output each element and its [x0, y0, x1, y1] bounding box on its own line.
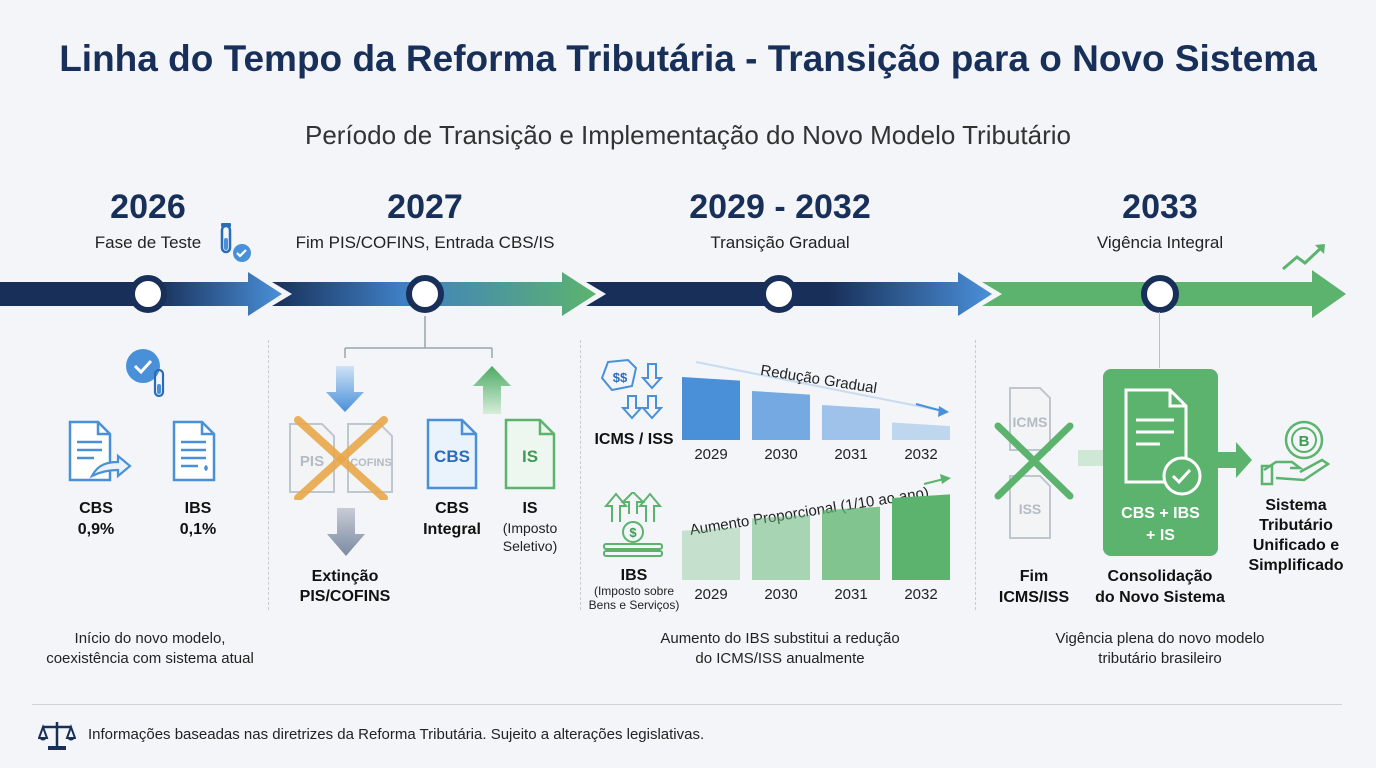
ibs-2026-name: IBS: [184, 500, 212, 517]
down-arrow-extinction: [327, 508, 365, 556]
reduction-trend-line: [695, 361, 949, 413]
scales-of-justice-icon: [38, 722, 76, 750]
ibs-bar-2030: [752, 514, 810, 580]
cbs-document-icon: [68, 420, 132, 482]
icms-tick-2030: 2030: [764, 446, 797, 463]
sys-line3: Unificado e: [1252, 537, 1340, 554]
cbs-2026-rate: 0,9%: [77, 521, 115, 538]
consol-line2: do Novo Sistema: [1095, 589, 1225, 606]
pis-cofins-crossed-icon: PIS COFINS: [289, 416, 393, 500]
footer-note: Informações baseadas nas diretrizes da R…: [88, 726, 705, 743]
ibs-sub-line1: (Imposto sobre: [593, 584, 675, 598]
timeline-node-2027: [406, 275, 444, 313]
cbs-integral-line2: Integral: [423, 521, 481, 538]
right-arrow-output: [1218, 442, 1252, 478]
test-tube-check-icon: [220, 223, 251, 262]
milestone-label-2026: Fase de Teste: [94, 233, 202, 252]
caption-2026-line2: coexistência com sistema atual: [46, 650, 254, 667]
page-title: Linha do Tempo da Reforma Tributária - T…: [59, 38, 1317, 79]
icms-iss-series-label: ICMS / ISS: [594, 431, 674, 448]
separator-2: [580, 340, 581, 610]
icms-tick-2031: 2031: [834, 446, 867, 463]
merge-arrow-in: [1078, 450, 1108, 466]
icms-bar-2029: [682, 377, 740, 440]
milestone-year-2029-2032: 2029 - 2032: [689, 188, 871, 226]
caption-2029-line2: do ICMS/ISS anualmente: [695, 650, 865, 667]
is-line2: (Imposto: [502, 520, 558, 536]
ibs-tick-2031: 2031: [834, 586, 867, 603]
milestone-year-2027: 2027: [387, 188, 463, 226]
milestone-label-2033: Vigência Integral: [1096, 233, 1224, 252]
sys-line4: Simplificado: [1248, 557, 1344, 574]
page-subtitle: Período de Transição e Implementação do …: [305, 120, 1071, 150]
ibs-bar-2029: [682, 527, 740, 580]
cbs-doc-text: CBS: [434, 447, 470, 466]
reduction-label: Redução Gradual: [759, 362, 878, 397]
milestone-year-2033: 2033: [1122, 188, 1198, 226]
icms-doc-text: ICMS: [1013, 414, 1048, 430]
cofins-doc-text: COFINS: [350, 457, 392, 469]
fim-line2: ICMS/ISS: [998, 589, 1070, 606]
hand-coin-icon: B: [1260, 420, 1331, 486]
ibs-tick-2030: 2030: [764, 586, 797, 603]
is-doc-text: IS: [522, 447, 538, 466]
icms-tick-2032: 2032: [904, 446, 937, 463]
svg-text:$$: $$: [613, 370, 628, 385]
money-increase-icon: $: [603, 492, 663, 557]
ibs-document-icon: [172, 420, 216, 482]
separator-3: [975, 340, 976, 610]
pis-doc-text: PIS: [300, 453, 324, 470]
check-tube-icon: [126, 349, 165, 398]
footer-divider: [32, 704, 1342, 705]
cbs-2026-name: CBS: [79, 500, 113, 517]
growth-trend-icon: [1282, 244, 1325, 271]
milestone-label-2029-2032: Transição Gradual: [710, 233, 850, 252]
connector-2033: [1159, 312, 1160, 368]
ibs-tick-2029: 2029: [694, 586, 727, 603]
consolidated-document-icon: [1124, 388, 1202, 496]
cbs-integral-document-icon: CBS: [426, 418, 478, 490]
icms-tick-2029: 2029: [694, 446, 727, 463]
cbs-integral-line1: CBS: [435, 500, 469, 517]
milestone-year-2026: 2026: [110, 188, 186, 226]
icms-bar-2032: [892, 422, 950, 440]
ibs-2026-rate: 0,1%: [179, 521, 217, 538]
fim-line1: Fim: [1019, 568, 1049, 585]
caption-2029-line1: Aumento do IBS substitui a redução: [660, 630, 900, 647]
icms-reduction-chart: Redução Gradual 2029 2030 2031 2032: [682, 361, 950, 463]
ibs-tick-2032: 2032: [904, 586, 937, 603]
iss-doc-text: ISS: [1019, 501, 1042, 517]
is-line3: Seletivo): [502, 538, 558, 554]
caption-2026-line1: Início do novo modelo,: [74, 630, 226, 647]
milestone-label-2027: Fim PIS/COFINS, Entrada CBS/IS: [295, 233, 555, 252]
caption-2033-line1: Vigência plena do novo modelo: [1055, 630, 1265, 647]
box-line1: CBS + IBS: [1121, 505, 1200, 522]
is-document-icon: IS: [504, 418, 556, 490]
ibs-sub-line2: Bens e Serviços): [588, 598, 680, 612]
caption-2033-line2: tributário brasileiro: [1098, 650, 1222, 667]
timeline-node-2026: [129, 275, 167, 313]
sys-line1: Sistema: [1265, 497, 1327, 514]
svg-text:$: $: [629, 525, 637, 540]
extinction-line1: Extinção: [311, 568, 379, 585]
ibs-bar-2032: [892, 494, 950, 580]
branch-connector-2027: [326, 316, 511, 414]
timeline-node-2033: [1141, 275, 1179, 313]
ibs-bar-2031: [822, 506, 880, 580]
svg-text:B: B: [1299, 433, 1310, 450]
consolidation-box: [1103, 369, 1218, 556]
icms-bar-2031: [822, 405, 880, 440]
extinction-line2: PIS/COFINS: [299, 588, 391, 605]
icms-iss-crossed-icon: ICMS ISS: [994, 387, 1074, 539]
consol-line1: Consolidação: [1107, 568, 1213, 585]
separator-1: [268, 340, 269, 610]
money-decrease-icon: $$: [600, 358, 664, 420]
ibs-series-label: IBS: [620, 567, 648, 584]
sys-line2: Tributário: [1259, 517, 1333, 534]
is-line1: IS: [522, 500, 538, 517]
timeline-node-2029: [760, 275, 798, 313]
icms-bar-2030: [752, 391, 810, 440]
box-line2: + IS: [1146, 527, 1175, 544]
